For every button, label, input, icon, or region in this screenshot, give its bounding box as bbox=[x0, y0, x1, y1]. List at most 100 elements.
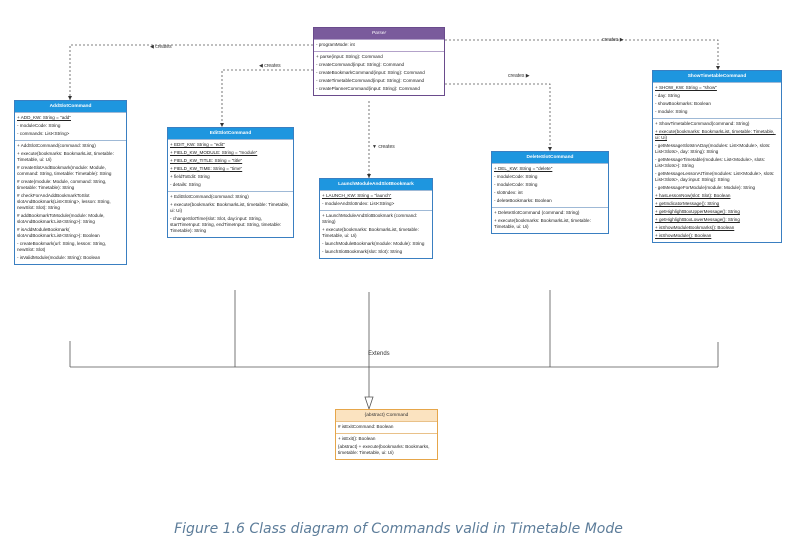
creates-line-show bbox=[445, 39, 720, 70]
field-row: + FIELD_KW_TITLE: String = "title" bbox=[170, 158, 243, 163]
class-name: LaunchModuleAndSlotBookmark bbox=[320, 179, 432, 190]
field-row: + FIELD_KW_TIME: String = "time" bbox=[170, 166, 243, 171]
field-row: + EDIT_KW: String = "edit" bbox=[170, 142, 225, 147]
abstract-command-class: {abstract} Command # isExitCommand: Boole… bbox=[335, 409, 438, 460]
method-row: {abstract} + execute(bookmarks: Bookmark… bbox=[338, 444, 431, 455]
field-row: # isExitCommand: Boolean bbox=[338, 424, 394, 429]
method-row: + execute(bookmarks: BookmarkList, timet… bbox=[17, 151, 116, 162]
fields-section: + DEL_KW: String = "delete" - moduleCode:… bbox=[492, 163, 608, 207]
add-slot-command-class: AddSlotCommand + ADD_KW: String = "add" - … bbox=[14, 100, 127, 265]
method-row: - createBookmarkCommand(input: String): … bbox=[316, 70, 425, 75]
show-timetable-command-class: ShowTimetableCommand+ SHOW_KW: String = … bbox=[652, 70, 782, 243]
parser-class: Parser - programMode: int + parse(input: S… bbox=[313, 27, 445, 96]
field-row: + LAUNCH_KW: String = "launch" bbox=[322, 193, 392, 198]
class-name: ShowTimetableCommand bbox=[653, 71, 781, 82]
method-row: + EditSlotCommand(command: String) bbox=[170, 194, 249, 199]
method-row: + execute(bookmarks: BookmarkList, timet… bbox=[655, 129, 776, 140]
methods-section: + isExit(): Boolean {abstract} + execute(… bbox=[336, 433, 437, 459]
method-row: - getMessageSlotsInADay(modules: List<Mo… bbox=[655, 143, 772, 154]
creates-label-delete: creates ▶ bbox=[508, 73, 530, 79]
method-row: - createCommand(input: String): Command bbox=[316, 62, 405, 67]
creates-label-launch: ▼ creates bbox=[372, 144, 395, 150]
methods-section: + AddSlotCommand(command: String) + execu… bbox=[15, 140, 126, 264]
method-row: - changeSlotTime(slot: Slot, day:input: … bbox=[170, 216, 283, 233]
method-row: - getMessageLessonAtTime(modules: List<M… bbox=[655, 171, 776, 182]
field-row: - moduleCode: String bbox=[17, 123, 61, 128]
method-row: - getMessageTimetable(modules: List<Modu… bbox=[655, 157, 767, 168]
method-row: # isAddModuleBookmark( slotAndBookmark:L… bbox=[17, 227, 100, 238]
field-row: + DEL_KW: String = "delete" bbox=[494, 166, 553, 171]
methods-section: + parse(input: String): Command - createC… bbox=[314, 51, 444, 95]
inherit-arrowhead bbox=[364, 396, 374, 411]
field-row: - day: String bbox=[655, 93, 680, 98]
fields-section: - programMode: int bbox=[314, 39, 444, 51]
method-row: + hasLessonNow(slot: Slot): Boolean bbox=[655, 193, 731, 198]
fields-section: + EDIT_KW: String = "edit" + FIELD_KW_MOD… bbox=[168, 139, 293, 191]
class-name: AddSlotCommand bbox=[15, 101, 126, 112]
method-row: + getHighlightBoxLowerMessage(): String bbox=[655, 217, 740, 222]
creates-label-show: creates ▶ bbox=[602, 37, 624, 43]
method-row: + getIndicatorMessage(): String bbox=[655, 201, 720, 206]
method-row: + AddSlotCommand(command: String) bbox=[17, 143, 96, 148]
method-row: + DeleteSlotCommand (command: String) bbox=[494, 210, 580, 215]
field-row: + fieldToEdit: String bbox=[170, 174, 210, 179]
method-row: # checkForAndAddBookmarkToSlot slotAndBo… bbox=[17, 193, 112, 210]
method-row: + LaunchModuleAndSlotBookmark (command: … bbox=[322, 213, 419, 224]
method-row: - isValidModule(module: String): Boolean bbox=[17, 255, 101, 260]
method-row: + isExit(): Boolean bbox=[338, 436, 376, 441]
field-row: - slotIndex: int bbox=[494, 190, 523, 195]
creates-line-add bbox=[68, 44, 313, 100]
method-row: - createTimetableCommand(input: String):… bbox=[316, 78, 425, 83]
fields-section: + LAUNCH_KW: String = "launch" - moduleAn… bbox=[320, 190, 432, 210]
method-row: - getMessageForModule(module: Module): S… bbox=[655, 185, 756, 190]
field-row: + FIELD_KW_MODULE: String = "module" bbox=[170, 150, 258, 155]
method-row: - launchModuleBookmark(module: Module): … bbox=[322, 241, 425, 246]
delete-slot-command-class: DeleteSlotCommand+ DEL_KW: String = "del… bbox=[491, 151, 609, 234]
field-row: + ADD_KW: String = "add" bbox=[17, 115, 71, 120]
methods-section: + ShowTimetableCommand(command: String) +… bbox=[653, 118, 781, 242]
fields-section: # isExitCommand: Boolean bbox=[336, 421, 437, 433]
creates-line-edit bbox=[220, 69, 313, 127]
method-row: + execute(bookmarks: BookmarkList, timet… bbox=[170, 202, 291, 213]
method-row: + getHighlightBoxUpperMessage(): String bbox=[655, 209, 740, 214]
method-row: + execute(bookmarks: BookmarkList, timet… bbox=[494, 218, 593, 229]
method-row: + ShowTimetableCommand(command: String) bbox=[655, 121, 750, 126]
class-name: EditSlotCommand bbox=[168, 128, 293, 139]
method-row: + isShowModuleBookmarks(): Boolean bbox=[655, 225, 735, 230]
method-row: + parse(input: String): Command bbox=[316, 54, 383, 59]
class-name: Parser bbox=[314, 28, 444, 39]
method-row: # createSlotAndBookmark(module: Module, … bbox=[17, 165, 112, 176]
field-row: - showBookmarks: Boolean bbox=[655, 101, 711, 106]
field-row: - deleteBookmarks: Boolean bbox=[494, 198, 552, 203]
launch-module-and-slot-bookmark-class: LaunchModuleAndSlotBookmark+ LAUNCH_KW: … bbox=[319, 178, 433, 259]
fields-section: + SHOW_KW: String = "show" - day: String -… bbox=[653, 82, 781, 118]
class-name: {abstract} Command bbox=[336, 410, 437, 421]
field-row: + SHOW_KW: String = "show" bbox=[655, 85, 717, 90]
figure-caption: Figure 1.6 Class diagram of Commands val… bbox=[174, 521, 623, 537]
method-row: + isShowModule(): Boolean bbox=[655, 233, 712, 238]
field-row: - module: String bbox=[655, 109, 688, 114]
creates-label-add: ◀ creates bbox=[150, 44, 172, 50]
methods-section: + DeleteSlotCommand (command: String) + e… bbox=[492, 207, 608, 233]
edit-slot-command-class: EditSlotCommand+ EDIT_KW: String = "edit… bbox=[167, 127, 294, 238]
method-row: - launchSlotBookmark(slot: Slot): String bbox=[322, 249, 403, 254]
methods-section: + LaunchModuleAndSlotBookmark (command: … bbox=[320, 210, 432, 258]
method-row: + execute(bookmarks: BookmarkList, timet… bbox=[322, 227, 421, 238]
field-row: - programMode: int bbox=[316, 42, 355, 47]
method-row: - createPlannerCommand(input: String): C… bbox=[316, 86, 420, 91]
creates-line-delete bbox=[445, 83, 552, 151]
field-row: - moduleCode: String bbox=[494, 182, 538, 187]
field-row: - details: String bbox=[170, 182, 201, 187]
method-row: # addBookmarkToModule(module: Module, sl… bbox=[17, 213, 106, 224]
field-row: - commands: List<String> bbox=[17, 131, 70, 136]
method-row: - createBookmark(url: String, lesson: St… bbox=[17, 241, 108, 252]
field-row: - moduleCode: String bbox=[494, 174, 538, 179]
extends-label: Extends bbox=[368, 351, 390, 357]
methods-section: + EditSlotCommand(command: String) + exec… bbox=[168, 191, 293, 237]
fields-section: + ADD_KW: String = "add" - moduleCode: St… bbox=[15, 112, 126, 140]
method-row: # create(module: Module, command: String… bbox=[17, 179, 108, 190]
class-name: DeleteSlotCommand bbox=[492, 152, 608, 163]
field-row: - moduleAndSlotIndex: List<String> bbox=[322, 201, 395, 206]
creates-label-edit: ◀ creates bbox=[259, 63, 281, 69]
